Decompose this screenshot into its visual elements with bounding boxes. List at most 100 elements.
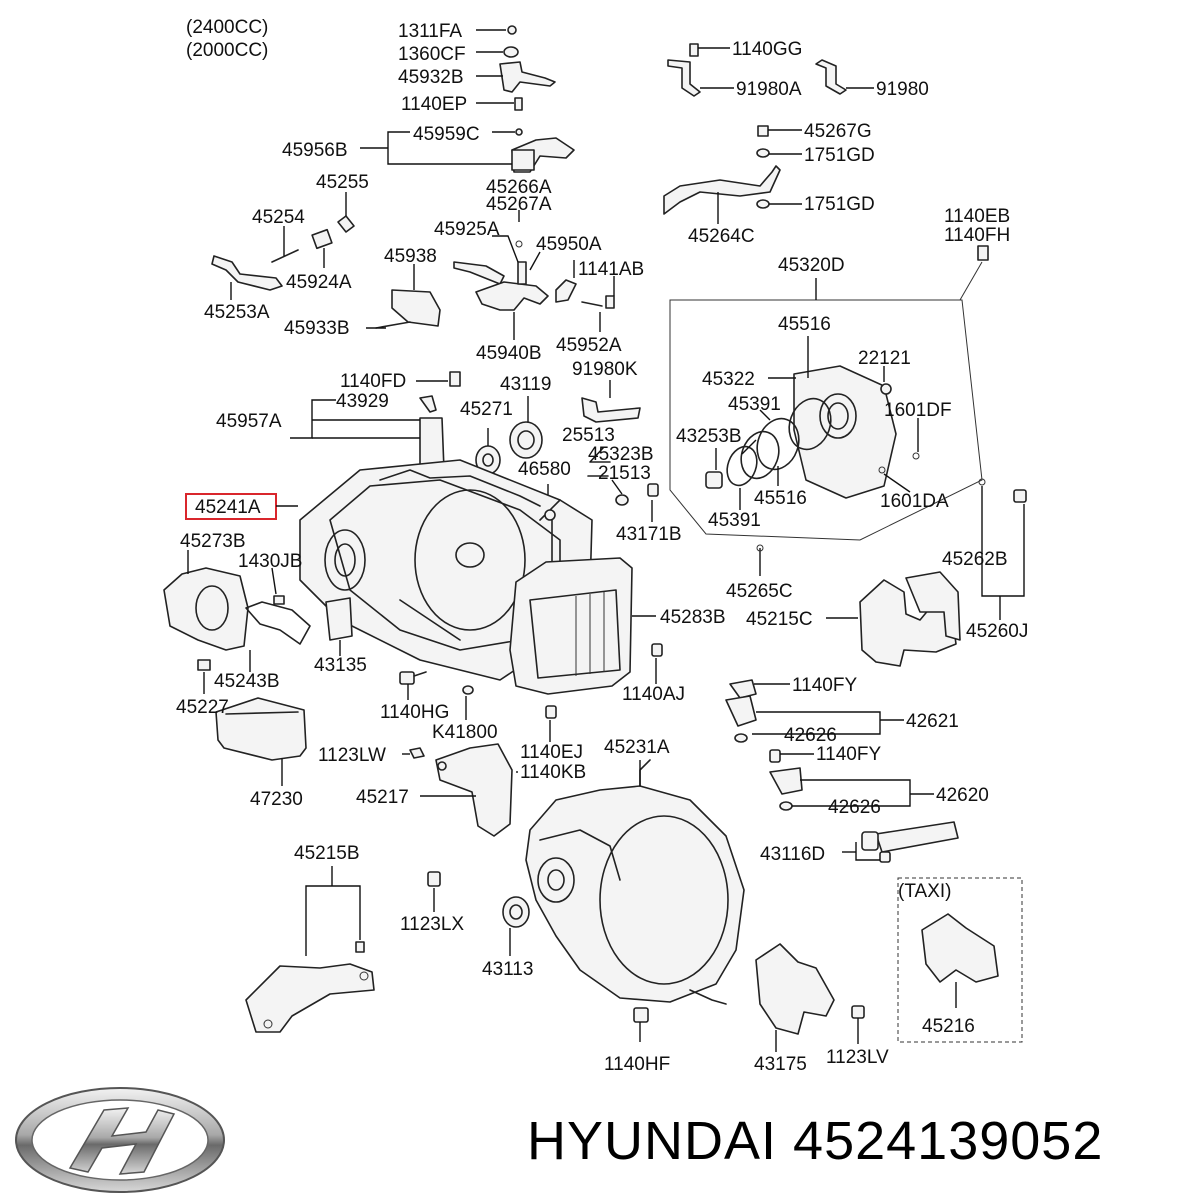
part-label-1601da: 1601DA <box>880 491 949 512</box>
part-label-43175: 43175 <box>754 1054 807 1075</box>
brand-name-text: HYUNDAI <box>527 1111 778 1171</box>
valve-body-leaders <box>715 336 919 510</box>
linkage-leader-lines <box>360 29 520 222</box>
part-label-45266a: 45266A <box>486 177 552 198</box>
center-small-parts <box>419 371 659 506</box>
bottom-right-parts <box>755 821 1023 1043</box>
part-label-1140fh: 1140FH <box>944 225 1010 246</box>
variant-label-2000cc: (2000CC) <box>186 40 268 61</box>
part-label-45267g: 45267G <box>804 121 872 142</box>
part-label-42626-b: 42626 <box>828 797 881 818</box>
part-label-1123lv: 1123LV <box>826 1047 889 1068</box>
part-label-1140fy-a: 1140FY <box>792 675 857 696</box>
right-bracket-parts <box>859 478 1027 667</box>
part-label-1601df: 1601DF <box>884 400 952 421</box>
part-label-43135: 43135 <box>314 655 367 676</box>
left-cover-parts <box>163 567 353 761</box>
part-label-22121: 22121 <box>858 348 911 369</box>
bottom-right-leaders <box>775 842 957 1052</box>
part-label-1140hg: 1140HG <box>380 702 449 723</box>
part-label-91980: 91980 <box>876 79 929 100</box>
bell-housing <box>427 759 745 1023</box>
part-label-45924a: 45924A <box>286 272 352 293</box>
bottom-left-plate <box>245 941 375 1033</box>
part-label-45516-b: 45516 <box>754 488 807 509</box>
part-label-42621: 42621 <box>906 711 959 732</box>
part-label-45215b: 45215B <box>294 843 360 864</box>
part-label-45254: 45254 <box>252 207 305 228</box>
part-label-1140ep: 1140EP <box>401 94 467 115</box>
part-label-47230: 47230 <box>250 789 303 810</box>
part-label-1430jb: 1430JB <box>238 551 302 572</box>
left-linkage-parts <box>211 215 615 329</box>
left-cover-leaders <box>187 550 341 786</box>
part-label-45940b: 45940B <box>476 343 542 364</box>
part-label-45265c: 45265C <box>726 581 793 602</box>
part-label-43171b: 43171B <box>616 524 682 545</box>
taxi-variant-label: (TAXI) <box>898 881 951 902</box>
part-label-91980k: 91980K <box>572 359 638 380</box>
left-linkage-leaders <box>230 192 615 340</box>
transmission-case-body <box>299 459 633 695</box>
part-label-45932b: 45932B <box>398 67 464 88</box>
part-label-1751gd-a: 1751GD <box>804 145 875 166</box>
part-label-45959c: 45959C <box>413 124 480 145</box>
part-label-45283b: 45283B <box>660 607 726 628</box>
part-label-1140ej: 1140EJ <box>520 742 583 763</box>
bell-housing-leaders <box>433 760 641 1042</box>
part-label-1140hf: 1140HF <box>604 1054 670 1075</box>
part-label-45216: 45216 <box>922 1016 975 1037</box>
part-label-1140kb: 1140KB <box>520 762 586 783</box>
part-label-1123lw: 1123LW <box>318 745 386 766</box>
part-label-45267a: 45267A <box>486 194 552 215</box>
part-label-46580: 46580 <box>518 459 571 480</box>
part-label-1123lx: 1123LX <box>400 914 464 935</box>
part-label-1751gd-b: 1751GD <box>804 194 875 215</box>
part-label-45253a: 45253A <box>204 302 270 323</box>
part-label-1140fy-b: 1140FY <box>816 744 881 765</box>
part-label-45938: 45938 <box>384 246 437 267</box>
part-label-1140aj: 1140AJ <box>622 684 685 705</box>
part-label-45260j: 45260J <box>966 621 1028 642</box>
right-bracket-leaders <box>826 486 1025 620</box>
highlighted-part-label-45241a[interactable]: 45241A <box>195 497 261 518</box>
bottom-left-leaders <box>305 866 361 956</box>
part-label-45231a: 45231A <box>604 737 670 758</box>
part-label-43116d: 43116D <box>760 844 825 865</box>
lower-middle-parts <box>399 643 803 837</box>
case-leaders <box>276 505 761 617</box>
part-label-45243b: 45243B <box>214 671 280 692</box>
part-label-45273b: 45273B <box>180 531 246 552</box>
part-label-1140gg: 1140GG <box>732 39 802 60</box>
part-label-45215c: 45215C <box>746 609 813 630</box>
part-label-43929: 43929 <box>336 391 389 412</box>
brand-and-part-number: HYUNDAI 4524139052 <box>527 1110 1103 1172</box>
part-label-45322: 45322 <box>702 369 755 390</box>
valve-body-group <box>669 245 989 541</box>
part-label-45933b: 45933B <box>284 318 350 339</box>
part-number-text: 4524139052 <box>793 1111 1104 1171</box>
variant-label-2400cc: (2400CC) <box>186 17 268 38</box>
part-label-45320d: 45320D <box>778 255 845 276</box>
part-label-45391-a: 45391 <box>728 394 781 415</box>
linkage-stack-parts <box>499 25 575 173</box>
part-label-42620: 42620 <box>936 785 989 806</box>
part-label-45255: 45255 <box>316 172 369 193</box>
part-label-45262b: 45262B <box>942 549 1008 570</box>
part-label-45391-b: 45391 <box>708 510 761 531</box>
part-label-1141ab: 1141AB <box>578 259 644 280</box>
part-label-21513: 21513 <box>598 463 651 484</box>
part-label-k41800: K41800 <box>432 722 498 743</box>
part-label-45264c: 45264C <box>688 226 755 247</box>
part-label-43119: 43119 <box>500 374 551 395</box>
part-label-45227: 45227 <box>176 697 229 718</box>
lower-middle-leaders <box>402 658 934 807</box>
part-label-1140fd: 1140FD <box>340 371 406 392</box>
part-label-1311fa: 1311FA <box>398 21 462 42</box>
part-label-45516-a: 45516 <box>778 314 831 335</box>
part-label-45925a: 45925A <box>434 219 500 240</box>
part-label-45950a: 45950A <box>536 234 602 255</box>
part-label-25513: 25513 <box>562 425 615 446</box>
